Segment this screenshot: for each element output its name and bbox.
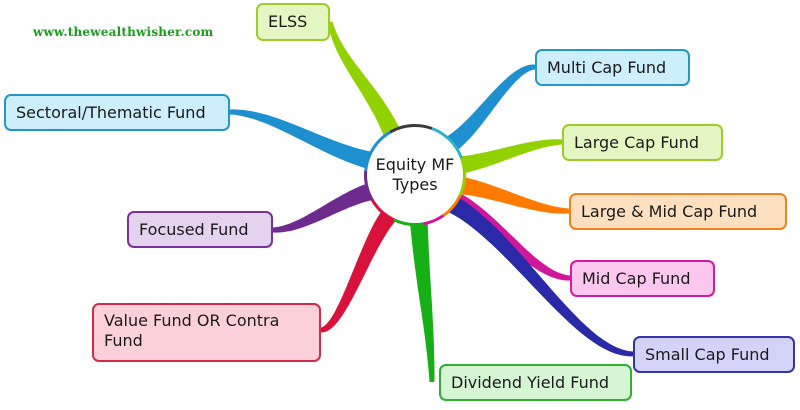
branch-large-mid-cap bbox=[454, 175, 569, 214]
branch-sectoral-thematic bbox=[230, 109, 377, 171]
node-sectoral-thematic-fund[interactable]: Sectoral/Thematic Fund bbox=[4, 94, 230, 131]
node-elss[interactable]: ELSS bbox=[256, 3, 330, 41]
branch-elss bbox=[327, 21, 403, 142]
node-label: Focused Fund bbox=[139, 219, 249, 239]
node-label: ELSS bbox=[268, 12, 308, 31]
center-node[interactable]: Equity MF Types bbox=[367, 127, 463, 223]
site-watermark: www.thewealthwisher.com bbox=[33, 25, 214, 39]
branch-small-cap bbox=[443, 193, 634, 357]
node-value-contra-fund[interactable]: Value Fund OR Contra Fund bbox=[92, 303, 321, 362]
node-label: Mid Cap Fund bbox=[582, 268, 691, 288]
node-dividend-yield-fund[interactable]: Dividend Yield Fund bbox=[439, 364, 632, 401]
node-label: Dividend Yield Fund bbox=[451, 372, 610, 392]
branch-focused bbox=[273, 181, 378, 233]
node-label: Small Cap Fund bbox=[645, 344, 770, 364]
branch-value-contra bbox=[320, 204, 400, 333]
center-node-label: Equity MF Types bbox=[375, 155, 455, 194]
branch-connectors bbox=[230, 21, 634, 383]
node-focused-fund[interactable]: Focused Fund bbox=[127, 211, 273, 248]
branch-large-cap bbox=[454, 139, 562, 175]
node-mid-cap-fund[interactable]: Mid Cap Fund bbox=[570, 260, 715, 297]
node-large-cap-fund[interactable]: Large Cap Fund bbox=[562, 124, 723, 161]
node-large-mid-cap-fund[interactable]: Large & Mid Cap Fund bbox=[569, 193, 787, 230]
node-small-cap-fund[interactable]: Small Cap Fund bbox=[633, 336, 795, 373]
node-label: Value Fund OR Contra Fund bbox=[104, 311, 280, 350]
branch-multi-cap bbox=[442, 64, 536, 155]
node-label: Large & Mid Cap Fund bbox=[581, 201, 758, 221]
node-multi-cap-fund[interactable]: Multi Cap Fund bbox=[535, 49, 690, 86]
node-label: Sectoral/Thematic Fund bbox=[16, 102, 206, 122]
branch-dividend-yield bbox=[409, 216, 435, 383]
node-label: Large Cap Fund bbox=[574, 132, 700, 152]
node-label: Multi Cap Fund bbox=[547, 57, 667, 77]
